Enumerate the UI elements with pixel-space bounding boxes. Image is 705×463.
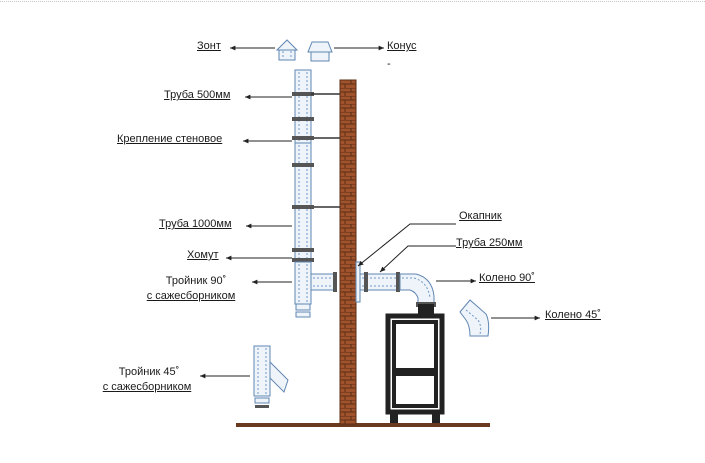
- pipe-1000-segment: [294, 142, 312, 261]
- label-wall-bracket: Крепление стеновое: [117, 133, 223, 145]
- label-tee-90-line1: Тройник 90˚: [165, 275, 227, 287]
- stack-clamp-7: [292, 258, 314, 262]
- floor-line: [236, 423, 490, 427]
- label-elbow-90: Колено 90˚: [479, 272, 535, 284]
- drip-collar: [355, 261, 361, 303]
- label-pipe-1000: Труба 1000мм: [159, 218, 232, 230]
- stack-clamp-2: [292, 117, 314, 121]
- leader-lines: [200, 45, 540, 379]
- label-clamp: Хомут: [187, 249, 219, 261]
- elbow-45-part: [459, 299, 490, 337]
- horizontal-connection: [355, 261, 436, 307]
- label-tee-45-line2: с сажесборником: [102, 381, 192, 393]
- umbrella-cap-part: [275, 39, 299, 61]
- label-elbow-45: Колено 45˚: [545, 309, 601, 321]
- label-cone-dash: -: [387, 58, 391, 70]
- elbow-90-part: [399, 273, 435, 305]
- stack-clamp-6: [292, 248, 314, 252]
- label-tee-90-line2: с сажесборником: [146, 290, 236, 302]
- tee-90-with-soot-collector: [294, 261, 337, 318]
- pipe-500-segment: [294, 69, 312, 144]
- tee-45-part: [253, 345, 289, 408]
- label-pipe-250: Труба 250мм: [456, 237, 523, 249]
- label-tee-45-line1: Тройник 45˚: [118, 366, 180, 378]
- stove: [385, 304, 445, 423]
- vertical-stack: [292, 69, 340, 318]
- cone-cap-part: [307, 41, 333, 62]
- stack-clamp-3: [292, 136, 314, 140]
- brick-wall: [339, 79, 357, 425]
- page-top-border: [0, 1, 705, 2]
- label-drip-collar: Окапник: [459, 210, 502, 222]
- stack-clamp-4: [292, 163, 314, 167]
- label-pipe-500: Труба 500мм: [164, 89, 231, 101]
- stack-clamp-1: [292, 92, 314, 96]
- label-umbrella: Зонт: [197, 40, 221, 52]
- label-cone: Конус: [387, 40, 417, 52]
- stack-clamp-5: [292, 205, 314, 209]
